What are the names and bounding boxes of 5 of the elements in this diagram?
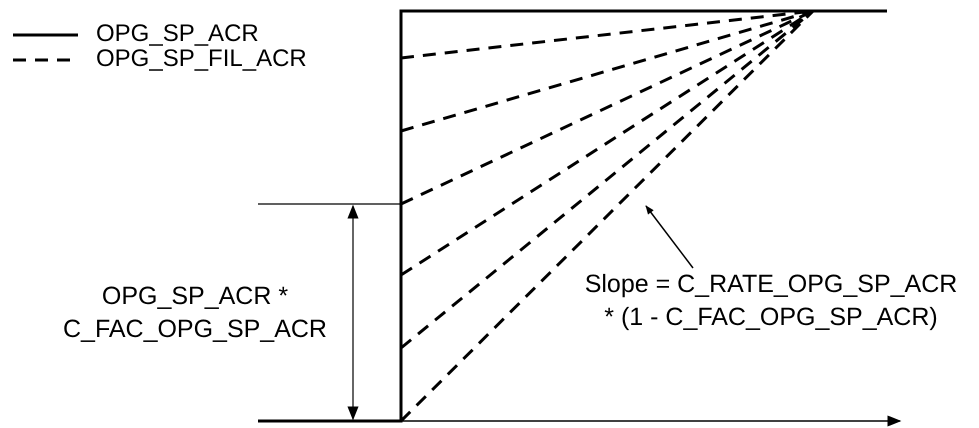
legend-label: OPG_SP_FIL_ACR — [96, 46, 307, 72]
slope-annotation: Slope = C_RATE_OPG_SP_ACR * (1 - C_FAC_OPG_SP_ACR) — [580, 268, 962, 334]
leader-arrow — [645, 205, 694, 268]
legend-label: OPG_SP_ACR — [96, 21, 259, 47]
dimension-label: OPG_SP_ACR * C_FAC_OPG_SP_ACR — [62, 281, 328, 345]
